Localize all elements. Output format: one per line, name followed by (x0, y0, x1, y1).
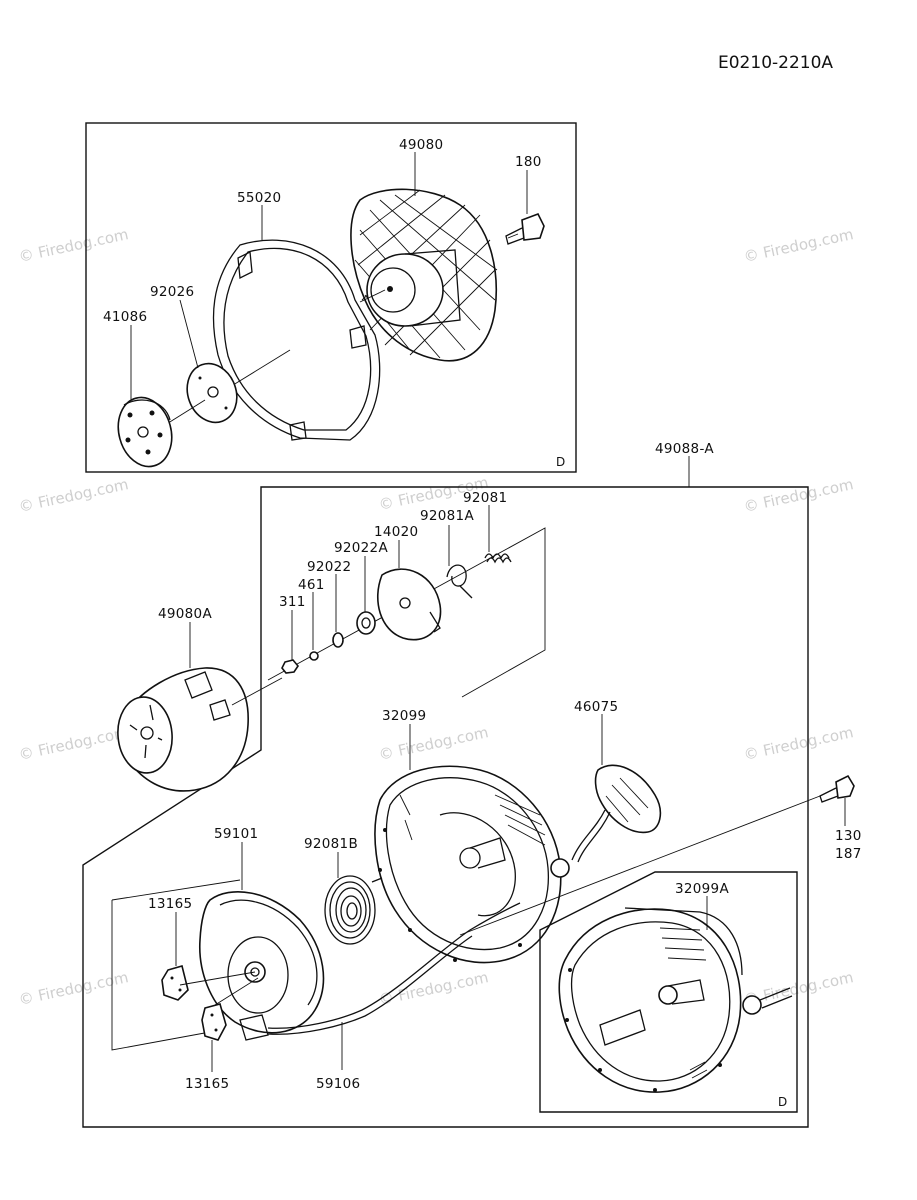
label-92081B: 92081B (304, 836, 358, 852)
part-49080A-drum (117, 667, 249, 792)
label-14020: 14020 (374, 524, 418, 540)
label-59106: 59106 (316, 1076, 360, 1092)
part-49080-fan-housing (350, 188, 498, 362)
label-32099: 32099 (382, 708, 426, 724)
part-311-nut (281, 659, 299, 674)
part-92026-plate (186, 362, 238, 424)
sub-box-corner-label: D (778, 1095, 787, 1109)
lower-box-frame (82, 486, 809, 1128)
label-130: 130 (835, 828, 862, 844)
label-92081A: 92081A (420, 508, 474, 524)
label-32099A: 32099A (675, 881, 729, 897)
watermark-2: © Firedog.com (742, 225, 855, 266)
label-41086: 41086 (103, 309, 147, 325)
center-line-upper (224, 349, 291, 391)
watermark-9: © Firedog.com (17, 968, 130, 1009)
watermark-6: © Firedog.com (17, 723, 130, 764)
upper-box-frame (85, 122, 577, 473)
label-92022A: 92022A (334, 540, 388, 556)
label-13165-lower: 13165 (185, 1076, 229, 1092)
watermark-5: © Firedog.com (742, 475, 855, 516)
lower-box: 49088-A 92081 92081A 14020 (82, 441, 862, 1128)
label-92022: 92022 (307, 559, 351, 575)
diagram-code: E0210-2210A (718, 53, 833, 73)
label-13165-upper: 13165 (148, 896, 192, 912)
leader-92026 (179, 299, 199, 369)
part-46075-handle (550, 764, 662, 878)
part-32099A-housing (558, 907, 793, 1093)
watermark-1: © Firedog.com (17, 225, 130, 266)
label-46075: 46075 (574, 699, 618, 715)
center-line-pawl (179, 971, 256, 986)
watermark-8: © Firedog.com (742, 723, 855, 764)
label-59101: 59101 (214, 826, 258, 842)
part-461-ball (309, 651, 319, 661)
watermark-10: © Firedog.com (377, 968, 490, 1009)
label-49088-A: 49088-A (655, 441, 714, 457)
part-32099-housing (374, 765, 562, 964)
label-49080: 49080 (399, 137, 443, 153)
part-180-bolt (505, 212, 545, 245)
center-line-upper-3 (164, 399, 206, 426)
part-130-187-bolt (819, 774, 855, 803)
part-92081A-spring (446, 564, 473, 599)
sub-box-32099A (539, 871, 798, 1113)
watermark-3: © Firedog.com (17, 475, 130, 516)
center-line-pawl-2 (214, 977, 259, 1006)
label-461: 461 (298, 577, 325, 593)
label-311: 311 (279, 594, 306, 610)
label-180: 180 (515, 154, 542, 170)
label-92026: 92026 (150, 284, 194, 300)
watermark-7: © Firedog.com (377, 723, 490, 764)
center-line-upper-2 (359, 289, 386, 303)
center-line-49080A (231, 677, 283, 706)
label-92081: 92081 (463, 490, 507, 506)
part-14020-ratchet (376, 568, 442, 641)
label-55020: 55020 (237, 190, 281, 206)
part-41086-pulley (117, 396, 173, 468)
part-92081B-spiral-spring (324, 875, 383, 945)
part-92022A-washer (356, 611, 376, 635)
label-187: 187 (835, 846, 862, 862)
label-49080A: 49080A (158, 606, 212, 622)
ratchet-bracket (111, 879, 241, 1051)
upper-box: D 49080 180 55020 (85, 122, 577, 473)
part-92022-washer (332, 632, 344, 648)
part-13165-pawl-lower (201, 1003, 227, 1041)
upper-box-corner-label: D (556, 455, 565, 469)
part-59106-rope (267, 902, 521, 1035)
part-92081-spring (484, 553, 512, 564)
part-55020-guide (212, 239, 381, 441)
center-line-130 (459, 795, 821, 936)
part-13165-pawl-upper (161, 965, 189, 1001)
